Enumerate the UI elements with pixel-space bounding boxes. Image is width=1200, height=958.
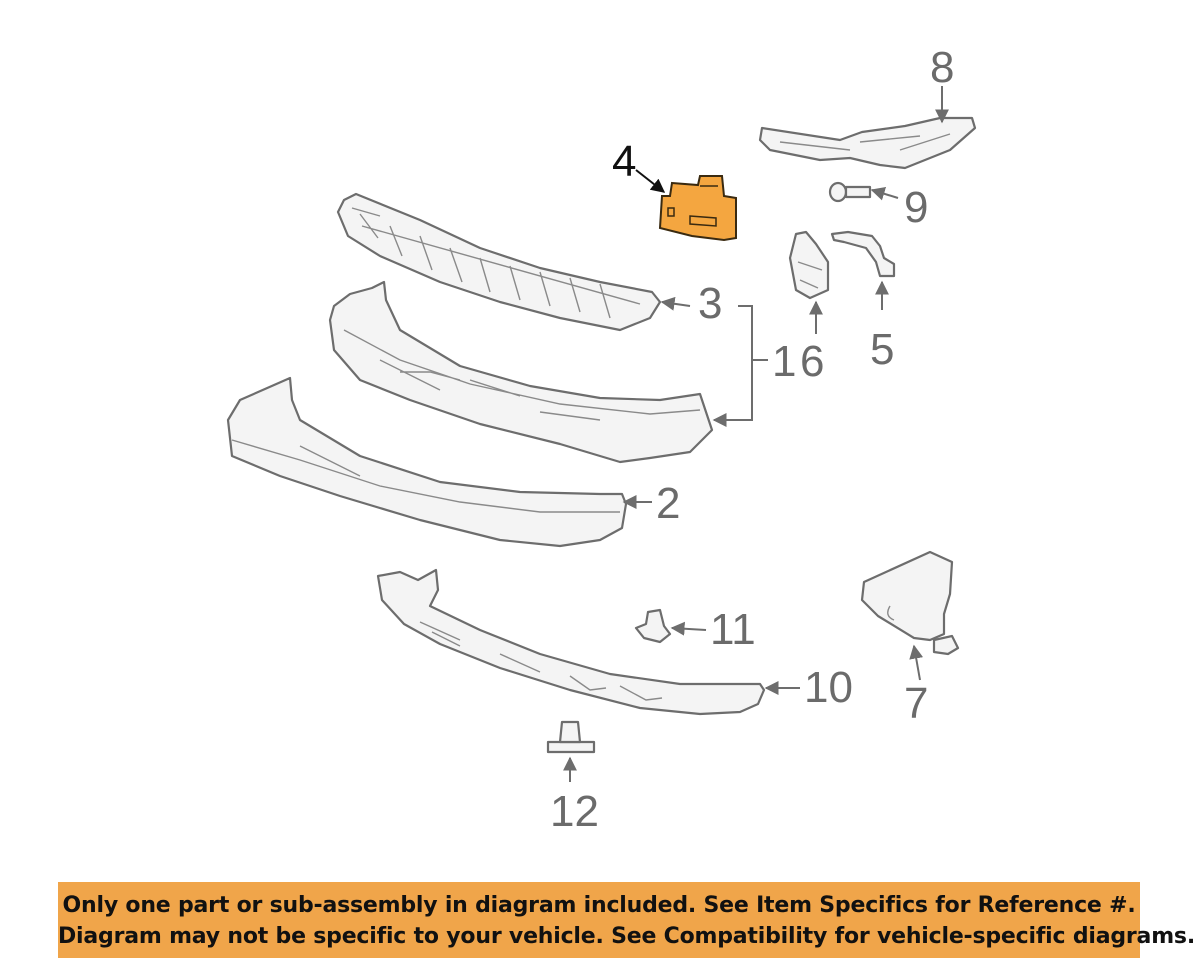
part-face-bar	[328, 280, 714, 464]
part-9-bolt	[828, 181, 872, 203]
callout-6: 6	[800, 337, 824, 386]
part-5-bracket	[830, 230, 896, 278]
disclaimer-line-2: Diagram may not be specific to your vehi…	[58, 924, 1195, 949]
leader-lines	[563, 86, 949, 782]
callout-9: 9	[904, 183, 928, 232]
callout-3: 3	[698, 279, 722, 328]
callout-2: 2	[656, 479, 680, 528]
callout-4: 4	[612, 137, 636, 186]
part-7-fog-lamp	[860, 550, 960, 656]
part-4-bracket-highlighted	[658, 175, 737, 242]
part-3-energy-absorber	[336, 192, 662, 332]
callout-1: 1	[772, 337, 796, 386]
callout-5: 5	[870, 325, 894, 374]
callout-7: 7	[904, 679, 928, 728]
part-8-upper-bracket	[758, 116, 977, 170]
callout-8: 8	[930, 43, 954, 92]
part-12-push-pin	[546, 720, 596, 754]
disclaimer-line-1: Only one part or sub-assembly in diagram…	[62, 893, 1136, 918]
part-6-bracket	[788, 230, 830, 300]
callout-11: 11	[710, 605, 756, 654]
part-10-lower-valance	[376, 568, 766, 716]
callout-10: 10	[804, 663, 853, 712]
callout-12: 12	[550, 787, 599, 836]
callout-labels: 8 9 4 3 1 6 5 2 11 10 7 12	[550, 43, 954, 836]
part-11-clip	[634, 608, 672, 644]
disclaimer-banner: Only one part or sub-assembly in diagram…	[58, 882, 1195, 958]
